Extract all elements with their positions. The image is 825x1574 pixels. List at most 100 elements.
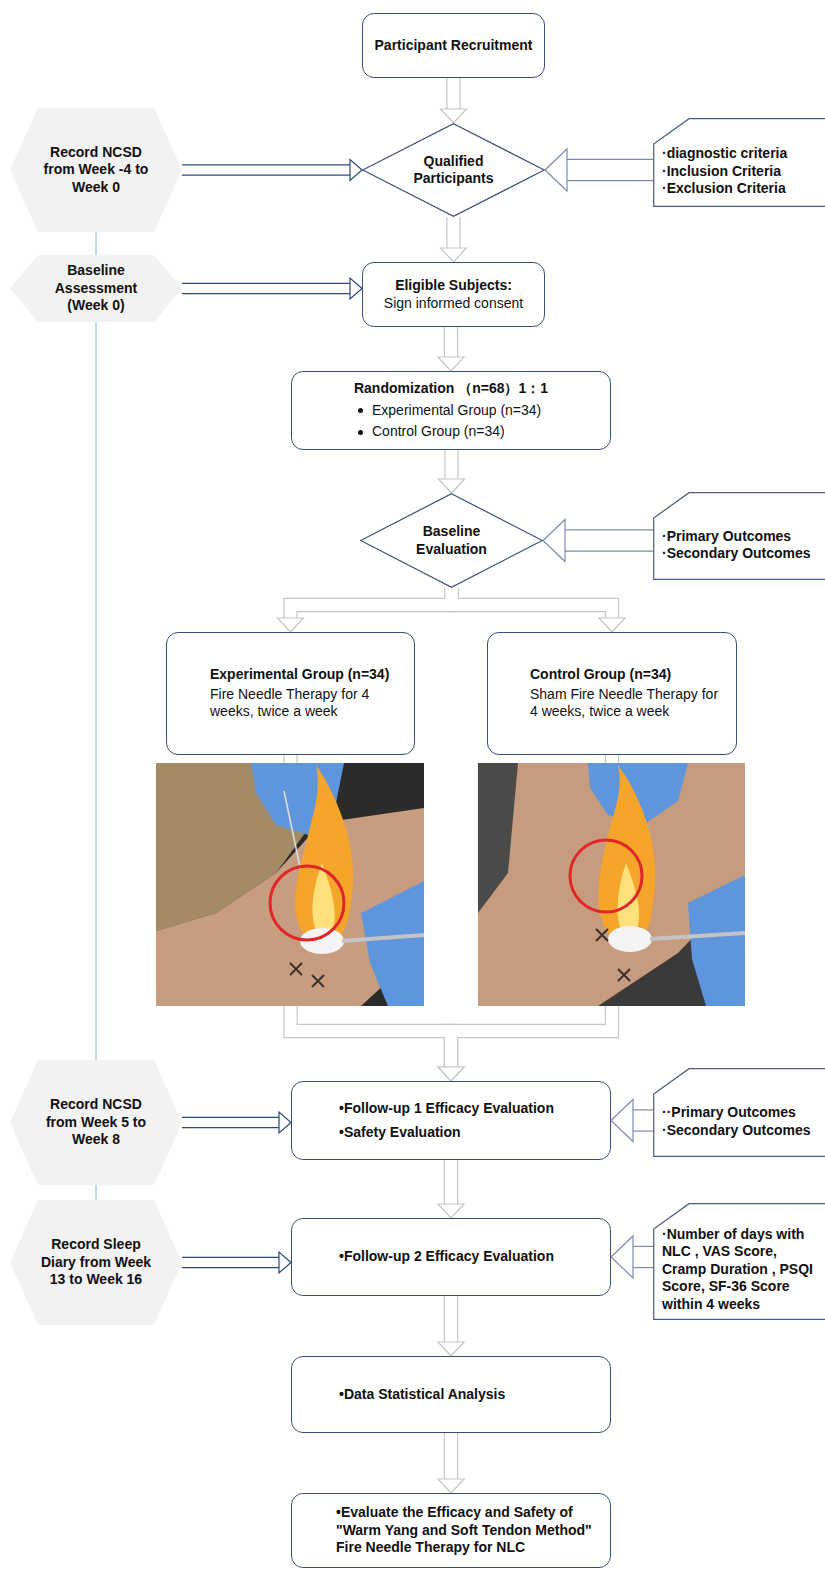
text-group: Experimental Group (n=34)Fire Needle The… (210, 666, 400, 721)
text-group: ··Primary Outcomes·Secondary Outcomes (662, 1104, 817, 1139)
shape-outline (10, 255, 182, 322)
process-box: •Follow-up 2 Efficacy Evaluation (291, 1218, 611, 1296)
shape-outline (363, 124, 545, 217)
bullet-row: Experimental Group (n=34) (358, 402, 600, 420)
node-text: ·Inclusion Criteria (662, 163, 817, 181)
text-group: •Data Statistical Analysis (339, 1386, 600, 1404)
outcome-tag: ·Number of days with NLC , VAS Score, Cr… (653, 1203, 825, 1320)
arrow-head (350, 160, 362, 181)
process-box: •Follow-up 1 Efficacy Evaluation•Safety … (291, 1081, 611, 1160)
arrow-head (543, 520, 565, 562)
node-text: ·Exclusion Criteria (662, 180, 817, 198)
node-label: Eligible Subjects: (371, 277, 536, 295)
text-group: Control Group (n=34)Sham Fire Needle The… (530, 666, 724, 721)
photo-shape (570, 840, 642, 912)
arrow-shaft (182, 284, 351, 293)
arrow-shaft (448, 217, 460, 249)
arrow-head (441, 248, 467, 262)
photo-shape (478, 763, 745, 1006)
text-group: ·diagnostic criteria·Inclusion Criteria·… (662, 145, 817, 198)
arrow-shaft-outline (452, 588, 613, 619)
node-label: Record Sleep Diary from Week 13 to Week … (36, 1236, 156, 1289)
node-label: Control Group (n=34) (530, 666, 724, 684)
node-label: ··Primary Outcomes (662, 1104, 817, 1122)
node-text: Sign informed consent (371, 295, 536, 313)
arrow-head (438, 1067, 464, 1081)
shape-outline (10, 1200, 182, 1325)
treatment-photo (478, 763, 745, 1006)
timeline-line (95, 322, 96, 1060)
node-label: ·diagnostic criteria (662, 145, 817, 163)
text-group: Randomization （n=68）1：1Experimental Grou… (302, 380, 600, 441)
group-box: Control Group (n=34)Sham Fire Needle The… (487, 632, 737, 755)
photo-shape (270, 866, 344, 940)
connector-group (96, 232, 97, 1200)
photo-shape (290, 963, 324, 987)
arrow-shaft (182, 1258, 280, 1267)
shape-outline (654, 1204, 825, 1320)
arrow-shaft (564, 531, 653, 551)
text-group: ·Number of days with NLC , VAS Score, Cr… (662, 1226, 817, 1314)
treatment-photo (156, 763, 424, 1006)
photo-shape (650, 933, 745, 939)
text-group: •Follow-up 2 Efficacy Evaluation (339, 1248, 600, 1266)
shape-outline (654, 119, 825, 207)
arrow-shaft-outline (446, 78, 460, 110)
conclusion-box: •Evaluate the Efficacy and Safety of "Wa… (291, 1493, 611, 1568)
arrow-shaft (445, 1296, 457, 1343)
arrow-shaft-outline (632, 1109, 653, 1131)
arrow-shaft (445, 327, 457, 358)
timeline-line (95, 232, 96, 255)
arrow-shaft-outline (566, 159, 653, 181)
arrow-shaft-outline (444, 1433, 458, 1480)
photo-shape (295, 765, 353, 949)
text-group: Record NCSD from Week 5 to Week 8 (36, 1096, 156, 1149)
arrow-shaft (632, 1111, 653, 1131)
arrow-head (438, 1204, 464, 1218)
text-group: Record Sleep Diary from Week 13 to Week … (36, 1236, 156, 1289)
node-text: ·Secondary Outcomes (662, 1122, 817, 1140)
shape-outline (361, 494, 543, 588)
arrow-shaft-outline (444, 450, 458, 480)
node-label: Record NCSD from Week -4 to Week 0 (36, 144, 156, 197)
arrow-shaft (632, 1247, 653, 1267)
node-label: Qualified Participants (398, 153, 509, 188)
arrow-shaft-outline (444, 1296, 458, 1343)
arrow-head (279, 1252, 291, 1273)
arrow-shaft-outline (444, 1160, 458, 1205)
arrow-shaft-outline (632, 1246, 653, 1268)
node-text: •Safety Evaluation (339, 1124, 600, 1142)
text-group: •Follow-up 1 Efficacy Evaluation•Safety … (339, 1100, 600, 1141)
bullet-text: Experimental Group (n=34) (372, 402, 541, 420)
decision-diamond: Baseline Evaluation (360, 493, 543, 588)
arrow-head (599, 618, 625, 632)
photo-shape (688, 875, 745, 1006)
arrow-shaft (448, 78, 460, 110)
arrow-shaft (446, 450, 458, 480)
photo-shape (361, 881, 424, 1006)
outcome-tag: ··Primary Outcomes·Secondary Outcomes (653, 1068, 825, 1157)
node-label: •Evaluate the Efficacy and Safety of "Wa… (336, 1504, 602, 1557)
outcome-tag: ·Primary Outcomes·Secondary Outcomes (653, 492, 825, 580)
node-label: Baseline Evaluation (396, 523, 507, 558)
bullet-row: Control Group (n=34) (358, 423, 600, 441)
arrow-shaft (566, 160, 653, 180)
text-group: •Evaluate the Efficacy and Safety of "Wa… (336, 1504, 602, 1557)
arrow-shaft (182, 166, 351, 175)
text-group: Baseline Evaluation (396, 523, 507, 558)
criteria-tag: ·diagnostic criteria·Inclusion Criteria·… (653, 118, 825, 207)
arrow-shaft-outline (291, 588, 452, 619)
arrow-head (545, 149, 567, 191)
text-group: Qualified Participants (398, 153, 509, 188)
node-text: Fire Needle Therapy for 4 weeks, twice a… (210, 686, 400, 721)
photo-shape (478, 763, 745, 1006)
text-group: Baseline Assessment (Week 0) (36, 262, 156, 315)
arrow-shaft-outline (182, 1257, 280, 1268)
photo-shape (156, 808, 424, 1006)
arrow-shaft (445, 1160, 457, 1205)
process-box: Eligible Subjects:Sign informed consent (362, 262, 545, 327)
arrow-head (438, 1067, 464, 1081)
timeline-hexagon: Record NCSD from Week -4 to Week 0 (10, 108, 182, 232)
